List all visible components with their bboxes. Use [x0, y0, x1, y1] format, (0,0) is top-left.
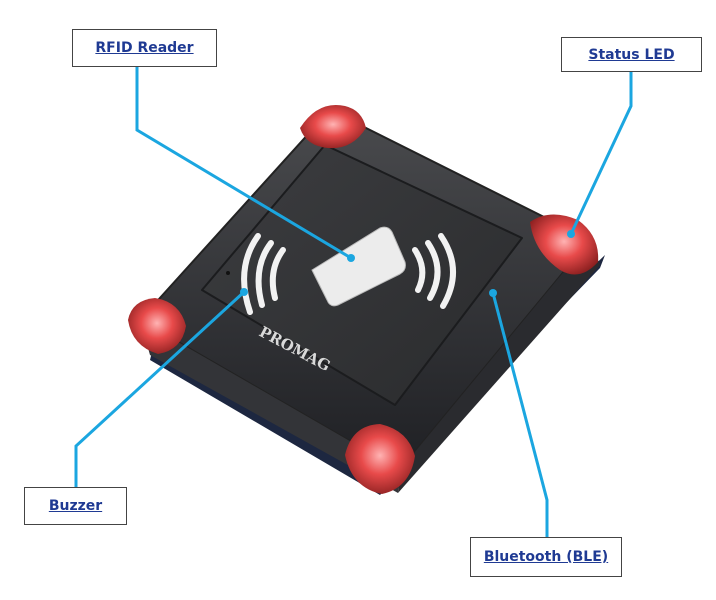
leader-dot-buzzer	[240, 288, 248, 296]
callout-status-led[interactable]: Status LED	[561, 37, 702, 72]
callout-bluetooth[interactable]: Bluetooth (BLE)	[470, 537, 622, 577]
device-side-right	[398, 240, 600, 493]
nfc-waves-right-icon	[412, 233, 456, 309]
status-led-left	[128, 298, 186, 354]
status-led-top	[300, 104, 366, 149]
leader-dot-ble	[489, 289, 497, 297]
buzzer-hole	[226, 271, 230, 275]
leader-line-ble	[491, 292, 549, 537]
leader-line-buzzer	[74, 290, 246, 487]
callout-rfid-reader[interactable]: RFID Reader	[72, 29, 217, 67]
leader-line-rfid	[135, 67, 352, 260]
status-led-bottom	[345, 424, 415, 494]
card-icon	[311, 226, 406, 307]
callout-buzzer[interactable]: Buzzer	[24, 487, 127, 525]
leader-dot-led	[567, 230, 575, 238]
leader-dot-rfid	[347, 254, 355, 262]
leader-line-led	[569, 72, 633, 235]
device-side-front	[140, 320, 400, 493]
status-led-right	[530, 214, 599, 275]
nfc-waves-left-icon	[241, 233, 286, 315]
